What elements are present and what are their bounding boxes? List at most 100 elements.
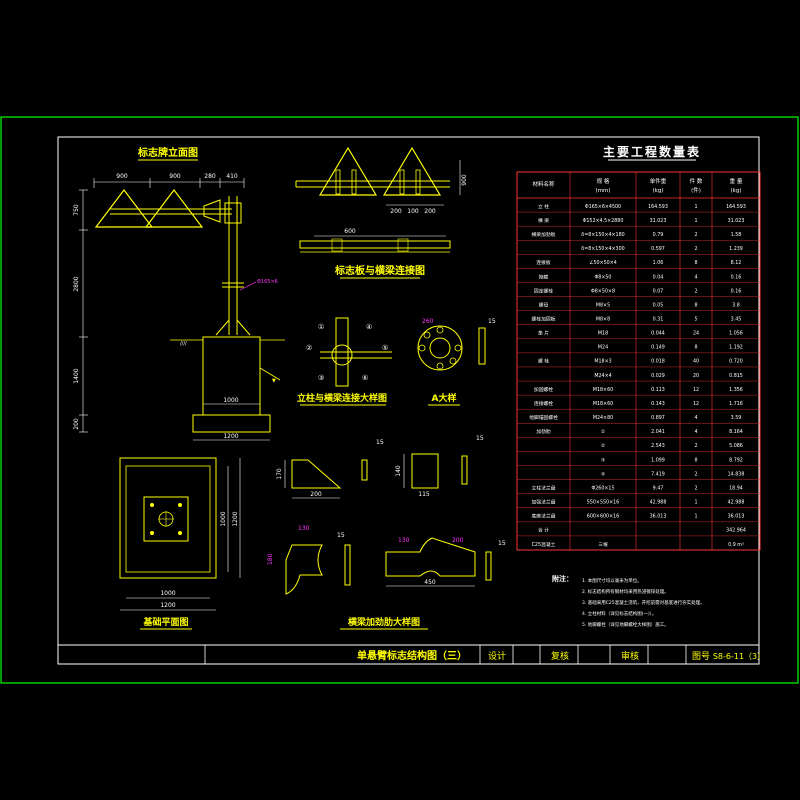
table-cell: Φ152×4.5×2880 <box>583 218 624 224</box>
svg-text:③: ③ <box>318 374 324 382</box>
table-cell: 3.45 <box>731 316 742 322</box>
stiffener-detail-title: 横梁加劲肋大样图 <box>348 616 420 628</box>
elev-dim-left-2: 1400 <box>73 368 80 383</box>
table-cell: M24×4 <box>594 373 611 379</box>
table-cell: 2.543 <box>651 443 665 449</box>
elev-dim-left-3: 200 <box>73 418 80 430</box>
svg-text:②: ② <box>306 344 312 352</box>
table-cell: 1.356 <box>729 387 743 393</box>
drawing-name: 单悬臂标志结构图（三） <box>357 649 467 662</box>
table-cell: 8.12 <box>731 260 742 266</box>
table-cell: 0.720 <box>729 359 743 365</box>
table-cell: 固定螺栓 <box>534 287 553 294</box>
stiff4-dim-1: 200 <box>452 537 464 544</box>
drawing-no: S8-6-11（3） <box>713 652 765 661</box>
table-cell: ∠50×50×4 <box>589 260 617 266</box>
table-cell: M18×3 <box>594 359 611 365</box>
table-cell: 0.79 <box>653 232 664 238</box>
table-cell: 1.06 <box>653 260 664 266</box>
table-cell: 42.988 <box>650 500 667 506</box>
column-beam-detail-view: ① ② ③ ④ ⑤ ⑥ 立柱与横梁连接大样图 <box>297 317 392 406</box>
table-cell: ① <box>601 429 605 435</box>
table-cell: 0.044 <box>651 331 665 337</box>
detail-a-title: A大样 <box>432 392 457 404</box>
drawing-no-label: 图号 <box>692 651 710 662</box>
table-cell: 8 <box>694 457 697 463</box>
table-cell: 600×600×16 <box>587 514 619 520</box>
foundation-dim-h1: 1200 <box>232 511 239 526</box>
table-cell: 7.419 <box>651 471 665 477</box>
table-cell: 8.164 <box>729 429 743 435</box>
svg-text:▼: ▼ <box>272 378 276 384</box>
conn-dim-bottom-1: 100 <box>407 208 419 215</box>
svg-text:④: ④ <box>366 323 372 331</box>
table-cell: M24 <box>598 345 608 351</box>
table-cell: 40 <box>693 359 699 365</box>
note-2: 3. 基础采用C25混凝土浇筑，开挖前需对基底进行夯实处理。 <box>582 599 705 606</box>
table-cell: 0.16 <box>731 288 742 294</box>
table-cell: 1.056 <box>729 331 743 337</box>
table-cell: 0.05 <box>653 302 664 308</box>
table-cell: 164.593 <box>726 204 746 210</box>
table-cell: 5 <box>694 316 697 322</box>
table-cell: 0.113 <box>651 387 665 393</box>
table-header-cell: (kg) <box>653 188 664 194</box>
table-cell: 0.9 m³ <box>728 542 744 548</box>
elev-dim-base-0: 1000 <box>223 397 238 404</box>
sign-elevation-title: 标志牌立面图 <box>137 146 198 159</box>
stiff1-dim-w: 200 <box>310 491 322 498</box>
table-cell: 连接板 <box>536 259 551 266</box>
elev-dim-base-1: 1200 <box>223 433 238 440</box>
table-cell: 0.897 <box>651 415 665 421</box>
table-cell: M18×60 <box>593 401 613 407</box>
table-title: 主要工程数量表 <box>603 144 701 159</box>
conn-dim-top: 600 <box>344 228 356 235</box>
table-cell: Φ8×50 <box>595 274 612 280</box>
table-cell: 1 <box>694 218 697 224</box>
table-cell: 横 梁 <box>538 217 549 224</box>
table-cell: ③ <box>601 457 605 463</box>
table-cell: 31.023 <box>650 218 667 224</box>
title-block: 单悬臂标志结构图（三） 设计 复核 审核 图号 S8-6-11（3） <box>58 644 765 664</box>
table-cell: 加劲肋 <box>536 428 551 435</box>
table-cell: 12 <box>693 387 699 393</box>
table-cell: M8×5 <box>596 302 610 308</box>
table-cell: 5.086 <box>729 443 743 449</box>
table-cell: 0.07 <box>653 288 664 294</box>
table-cell: Φ260×15 <box>591 485 614 491</box>
sign-elevation-view: 标志牌立面图 900 900 280 410 Φ165×6 / <box>73 146 285 441</box>
table-header-cell: (kg) <box>731 188 742 194</box>
table-cell: 2 <box>694 485 697 491</box>
table-cell: 抱箍 <box>539 273 549 280</box>
table-cell: 8 <box>694 260 697 266</box>
table-cell: 0.16 <box>731 274 742 280</box>
table-cell: 立 柱 <box>538 203 549 210</box>
table-cell: ④ <box>601 471 605 477</box>
table-header-cell: 单件重 <box>650 177 667 185</box>
table-cell: 3.59 <box>731 415 742 421</box>
table-header-cell: (件) <box>691 186 701 194</box>
foundation-dim-w0: 1000 <box>160 590 175 597</box>
stiff3-dim-1: 180 <box>267 553 274 565</box>
column-beam-detail-title: 立柱与横梁连接大样图 <box>297 392 387 404</box>
table-cell: 立柱法兰盘 <box>532 484 556 491</box>
table-cell: 0.31 <box>653 316 664 322</box>
stiff4-dim-t: 15 <box>498 540 506 547</box>
note-0: 1. 本图尺寸均以毫米为单位。 <box>582 577 642 584</box>
table-cell: 合 计 <box>538 527 549 534</box>
table-cell: 8.792 <box>729 457 743 463</box>
table-cell: 地脚锚固螺栓 <box>529 414 558 421</box>
table-cell: 螺母 <box>539 301 549 308</box>
table-cell: 加强法兰盘 <box>532 499 556 506</box>
table-cell: M18×60 <box>593 387 613 393</box>
elev-dim-left-0: 750 <box>73 204 80 216</box>
table-cell: 1.192 <box>729 345 743 351</box>
foundation-plan-title: 基础平面图 <box>142 616 188 628</box>
table-cell: 螺 栓 <box>538 358 549 365</box>
table-cell: 20 <box>693 373 699 379</box>
table-cell: 2 <box>694 232 697 238</box>
table-cell: 1.239 <box>729 246 743 252</box>
table-cell: Φ165×6×4500 <box>585 204 621 210</box>
table-cell: 342.964 <box>726 528 746 534</box>
table-cell: 垫 片 <box>538 330 549 337</box>
